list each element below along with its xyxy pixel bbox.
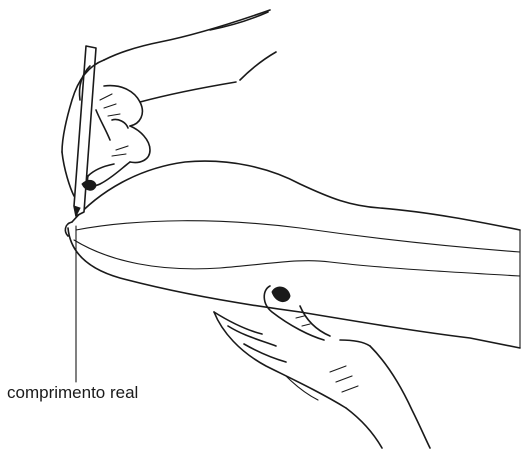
measurement-caption: comprimento real: [7, 384, 138, 401]
hand-holding-insole-icon: [214, 286, 430, 448]
shoe-insole-icon: [65, 161, 520, 348]
hand-holding-pencil-icon: [62, 10, 276, 216]
